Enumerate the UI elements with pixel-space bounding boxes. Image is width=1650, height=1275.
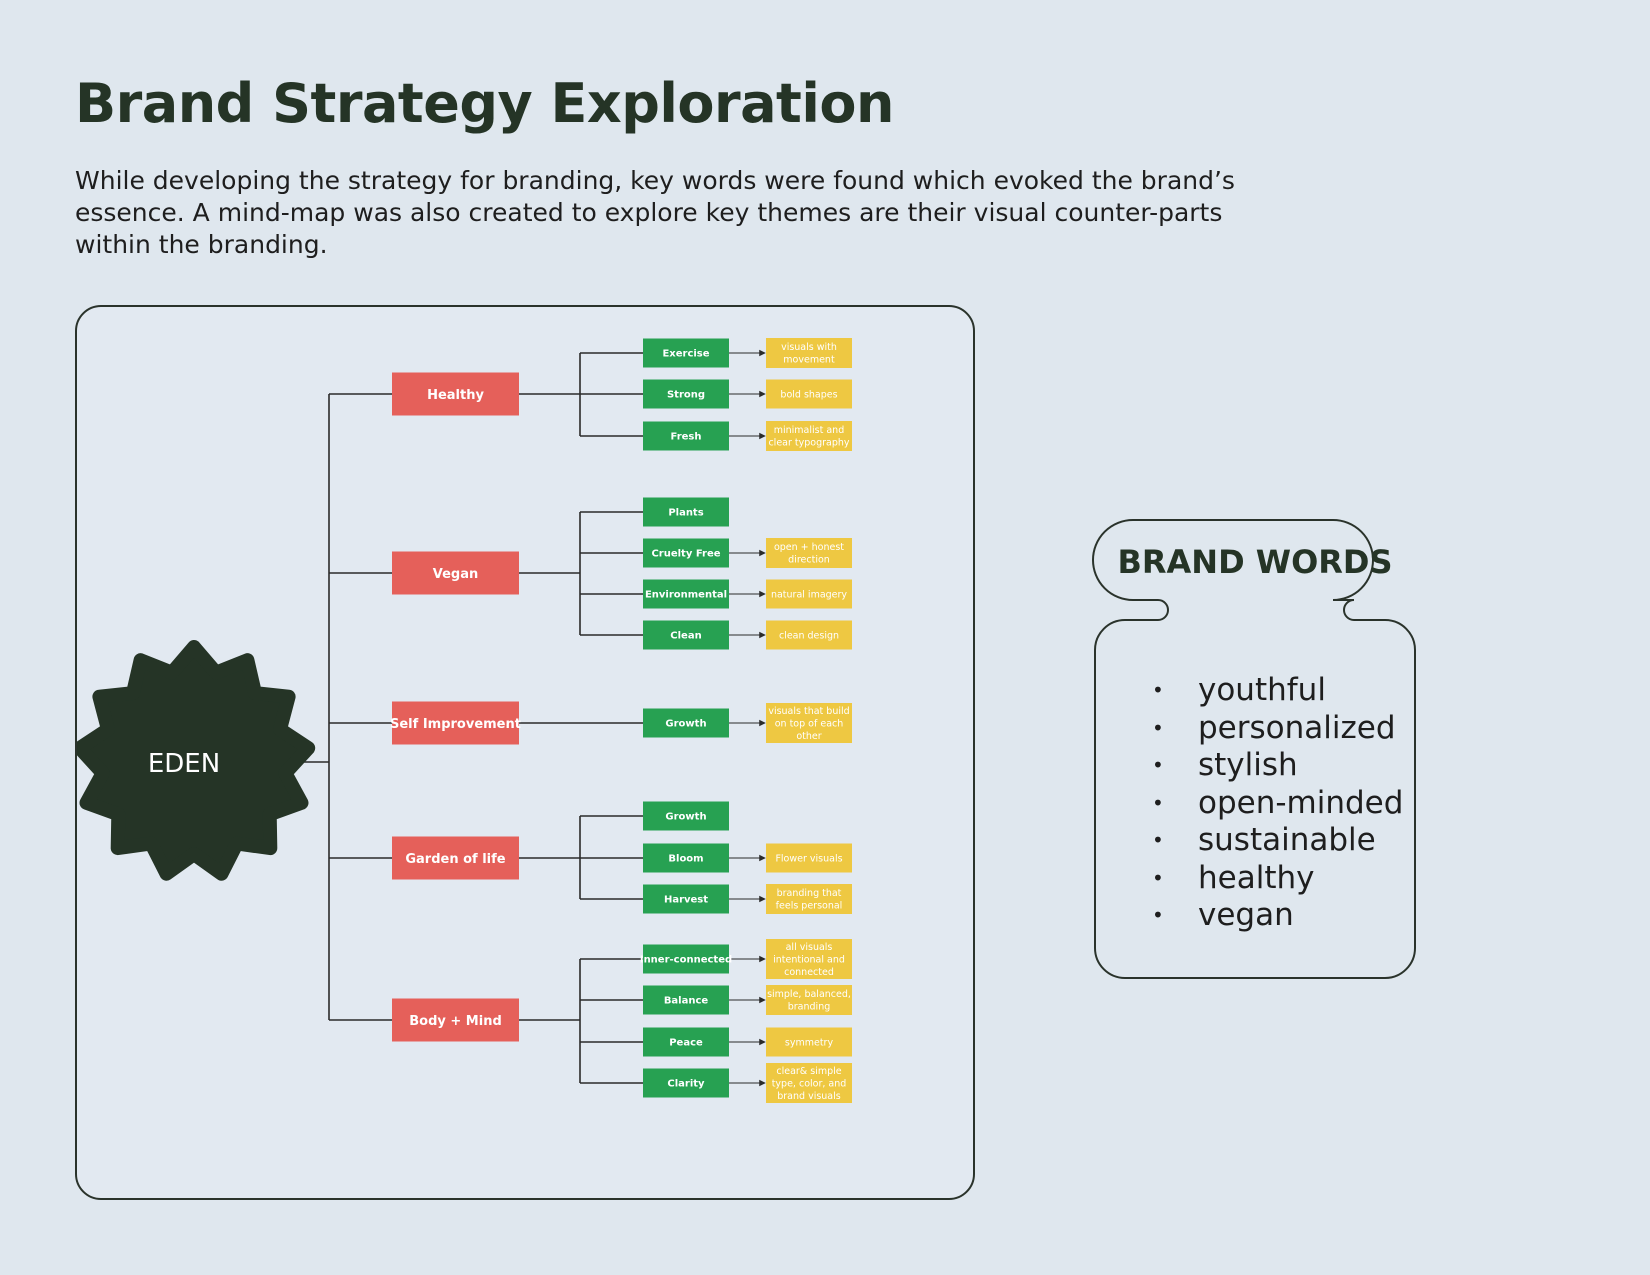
note-text: connected xyxy=(784,967,834,978)
note-node: minimalist and clear typography xyxy=(766,421,852,451)
child-label: Growth xyxy=(665,719,706,730)
child-node-peace: Peace xyxy=(643,1027,729,1057)
note-node: open + honest direction xyxy=(766,538,852,568)
note-text: simple, balanced, xyxy=(767,989,851,1000)
theme-node-healthy: Healthy xyxy=(392,372,519,416)
note-text: clear typography xyxy=(768,438,849,449)
note-node: Flower visuals xyxy=(766,843,852,873)
child-label: Balance xyxy=(664,996,709,1007)
brand-word-item: healthy xyxy=(1150,860,1403,898)
note-text: clean design xyxy=(779,630,839,641)
theme-node-garden-of-life: Garden of life xyxy=(392,836,519,880)
brand-word-item: personalized xyxy=(1150,710,1403,748)
child-label: Cruelty Free xyxy=(651,549,720,560)
note-node: visuals with movement xyxy=(766,338,852,368)
note-text: on top of each xyxy=(775,718,844,729)
child-node-harvest: Harvest xyxy=(643,884,729,914)
child-label: Bloom xyxy=(668,854,703,865)
note-node: bold shapes xyxy=(766,379,852,409)
child-label: Fresh xyxy=(671,432,702,443)
note-text: type, color, and xyxy=(772,1078,847,1089)
child-label: Clean xyxy=(670,631,701,642)
theme-label: Body + Mind xyxy=(409,1014,502,1029)
note-text: branding xyxy=(788,1002,831,1013)
brand-words-title: BRAND WORDS xyxy=(1117,543,1393,581)
note-text: Flower visuals xyxy=(775,853,842,864)
child-label: Harvest xyxy=(664,895,708,906)
theme-node-vegan: Vegan xyxy=(392,551,519,595)
note-node: natural imagery xyxy=(766,579,852,609)
note-node: clean design xyxy=(766,620,852,650)
child-node-inner-connected: Inner-connected xyxy=(640,944,732,974)
note-text: visuals with xyxy=(781,342,837,353)
child-node-growth: Growth xyxy=(643,708,729,738)
child-node-cruelty-free: Cruelty Free xyxy=(643,538,729,568)
child-label: Environmental xyxy=(645,590,727,601)
child-label: Peace xyxy=(669,1038,703,1049)
child-node-plants: Plants xyxy=(643,497,729,527)
note-text: minimalist and xyxy=(774,425,844,436)
eden-center-node: EDEN xyxy=(77,640,316,881)
note-text: open + honest xyxy=(774,542,844,553)
child-node-strong: Strong xyxy=(643,379,729,409)
note-text: movement xyxy=(783,355,835,366)
theme-node-self-improvement: Self Improvement xyxy=(390,701,521,745)
note-text: other xyxy=(796,731,821,742)
intro-paragraph: While developing the strategy for brandi… xyxy=(75,166,1235,259)
brand-word-item: vegan xyxy=(1150,897,1403,935)
note-text: branding that xyxy=(777,888,842,899)
note-text: intentional and xyxy=(773,954,845,965)
theme-label: Self Improvement xyxy=(390,717,521,732)
page-title: Brand Strategy Exploration xyxy=(75,72,894,135)
child-node-bloom: Bloom xyxy=(643,843,729,873)
child-node-clarity: Clarity xyxy=(643,1068,729,1098)
note-text: symmetry xyxy=(785,1037,834,1048)
brand-words-frame xyxy=(1092,519,1416,979)
child-node-clean: Clean xyxy=(643,620,729,650)
brand-word-item: stylish xyxy=(1150,747,1403,785)
child-node-exercise: Exercise xyxy=(643,338,729,368)
note-text: brand visuals xyxy=(777,1091,841,1102)
brand-word-item: sustainable xyxy=(1150,822,1403,860)
note-text: visuals that build xyxy=(768,706,849,717)
child-label: Growth xyxy=(665,812,706,823)
note-text: bold shapes xyxy=(780,389,837,400)
brand-word-item: open-minded xyxy=(1150,785,1403,823)
mind-map-diagram: EDEN Healthy Exercise visuals with movementS… xyxy=(77,338,852,1103)
child-node-fresh: Fresh xyxy=(643,421,729,451)
note-text: clear& simple xyxy=(776,1066,841,1077)
child-label: Plants xyxy=(668,508,703,519)
note-node: symmetry xyxy=(766,1027,852,1057)
note-node: branding that feels personal xyxy=(766,884,852,914)
theme-label: Healthy xyxy=(427,388,484,403)
brand-word-item: youthful xyxy=(1150,672,1403,710)
note-node: simple, balanced, branding xyxy=(766,985,852,1015)
brand-words-list: youthful personalized stylish open-minde… xyxy=(1150,672,1403,935)
note-text: natural imagery xyxy=(771,589,847,600)
theme-node-body-mind: Body + Mind xyxy=(392,998,519,1042)
child-node-balance: Balance xyxy=(643,985,729,1015)
note-text: all visuals xyxy=(786,942,833,953)
note-text: feels personal xyxy=(776,901,843,912)
child-label: Exercise xyxy=(662,349,709,360)
child-node-environmental: Environmental xyxy=(643,579,729,609)
child-label: Inner-connected xyxy=(640,955,732,966)
child-label: Clarity xyxy=(667,1079,705,1090)
theme-label: Vegan xyxy=(433,567,479,582)
child-label: Strong xyxy=(667,390,705,401)
theme-label: Garden of life xyxy=(405,852,505,867)
note-text: direction xyxy=(788,555,830,566)
eden-center-label: EDEN xyxy=(148,749,220,779)
child-node-growth: Growth xyxy=(643,801,729,831)
